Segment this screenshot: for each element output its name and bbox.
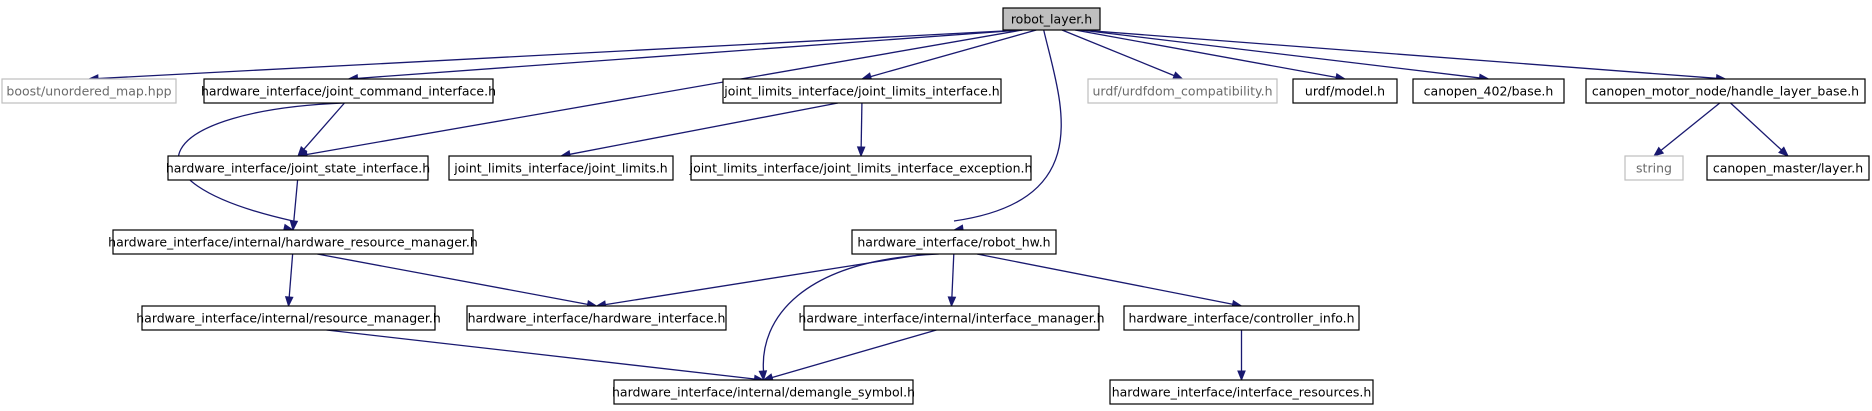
- edge-robot_hw-to-demangle_symbol: [758, 253, 939, 382]
- node-label: urdf/urdfdom_compatibility.h: [1092, 84, 1272, 99]
- node-label: hardware_interface/internal/demangle_sym…: [612, 385, 915, 400]
- node-box: [803, 305, 1100, 331]
- node-canopen-402-base[interactable]: canopen_402/base.h: [1412, 78, 1565, 104]
- node-label: hardware_interface/internal/resource_man…: [136, 311, 441, 326]
- node-label: hardware_interface/joint_command_interfa…: [201, 84, 496, 99]
- node-box: [1087, 78, 1278, 104]
- edge-robot_layer-to-urdfdom_compatibility: [1061, 29, 1184, 80]
- node-box: [690, 155, 1032, 181]
- edge-robot_hw-to-hardware_interface: [595, 253, 926, 309]
- node-box: [448, 155, 674, 181]
- node-hardware-resource-manager[interactable]: hardware_interface/internal/hardware_res…: [108, 229, 478, 255]
- node-label: hardware_interface/robot_hw.h: [857, 235, 1050, 250]
- node-label: canopen_motor_node/handle_layer_base.h: [1592, 84, 1859, 99]
- edge-robot_hw-to-interface_manager: [947, 253, 957, 308]
- node-label: urdf/model.h: [1305, 84, 1385, 99]
- edge-hardware_resource_manager-to-hardware_interface: [317, 253, 598, 309]
- node-box: [1624, 155, 1684, 181]
- node-joint-command-interface[interactable]: hardware_interface/joint_command_interfa…: [201, 78, 496, 104]
- node-box: [722, 78, 1002, 104]
- edge-joint_limits_interface-to-joint_limits: [559, 102, 839, 159]
- node-string: string: [1624, 155, 1684, 181]
- edge-resource_manager-to-demangle_symbol: [326, 329, 765, 384]
- node-box: [1585, 78, 1866, 104]
- node-box: [112, 229, 474, 255]
- node-canopen-master-layer[interactable]: canopen_master/layer.h: [1706, 155, 1870, 181]
- node-demangle-symbol[interactable]: hardware_interface/internal/demangle_sym…: [612, 379, 915, 405]
- node-box: [1123, 305, 1360, 331]
- node-label: hardware_interface/internal/interface_ma…: [798, 311, 1104, 326]
- node-robot-layer[interactable]: robot_layer.h: [1002, 7, 1101, 31]
- node-label: boost/unordered_map.hpp: [6, 84, 171, 99]
- node-robot-hw[interactable]: hardware_interface/robot_hw.h: [851, 229, 1057, 255]
- node-label: hardware_interface/joint_state_interface…: [166, 161, 430, 176]
- node-box: [1109, 379, 1374, 405]
- node-box: [1412, 78, 1565, 104]
- node-controller-info[interactable]: hardware_interface/controller_info.h: [1123, 305, 1360, 331]
- edge-robot_layer-to-urdf_model: [1074, 29, 1347, 82]
- node-label: canopen_402/base.h: [1424, 84, 1554, 99]
- node-unordered-map: boost/unordered_map.hpp: [1, 78, 177, 104]
- node-interface-manager[interactable]: hardware_interface/internal/interface_ma…: [798, 305, 1105, 331]
- node-label: hardware_interface/interface_resources.h: [1112, 385, 1372, 400]
- edge-robot_layer-to-robot_hw: [952, 29, 1062, 233]
- node-handle-layer-base[interactable]: canopen_motor_node/handle_layer_base.h: [1585, 78, 1866, 104]
- edge-handle_layer_base-to-string: [1652, 102, 1721, 157]
- node-box: [167, 155, 429, 181]
- edge-interface_manager-to-demangle_symbol: [762, 329, 937, 382]
- node-label: joint_limits_interface/joint_limits_inte…: [723, 84, 999, 99]
- node-hardware-interface[interactable]: hardware_interface/hardware_interface.h: [466, 305, 727, 331]
- node-joint-state-interface[interactable]: hardware_interface/joint_state_interface…: [166, 155, 430, 181]
- node-label: hardware_interface/internal/hardware_res…: [108, 235, 478, 250]
- node-box: [1292, 78, 1398, 104]
- node-box: [1, 78, 177, 104]
- edge-handle_layer_base-to-canopen_master_layer: [1730, 102, 1789, 157]
- edge-joint_state_interface-to-hardware_resource_manager: [289, 179, 299, 232]
- edge-controller_info-to-interface_resources: [1237, 330, 1246, 382]
- node-box: [1002, 7, 1101, 31]
- node-urdf-model[interactable]: urdf/model.h: [1292, 78, 1398, 104]
- edge-robot_hw-to-controller_info: [976, 253, 1243, 309]
- node-label: hardware_interface/controller_info.h: [1128, 311, 1354, 326]
- node-joint-limits[interactable]: joint_limits_interface/joint_limits.h: [448, 155, 674, 181]
- node-box: [1706, 155, 1870, 181]
- node-interface-resources[interactable]: hardware_interface/interface_resources.h: [1109, 379, 1374, 405]
- node-box: [851, 229, 1057, 255]
- node-label: joint_limits_interface/joint_limits_inte…: [689, 161, 1033, 176]
- node-box: [466, 305, 727, 331]
- node-label: hardware_interface/hardware_interface.h: [468, 311, 726, 326]
- node-urdfdom-compatibility: urdf/urdfdom_compatibility.h: [1087, 78, 1278, 104]
- node-box: [203, 78, 494, 104]
- edge-hardware_resource_manager-to-resource_manager: [284, 253, 294, 308]
- node-label: joint_limits_interface/joint_limits.h: [453, 161, 667, 176]
- node-box: [613, 379, 914, 405]
- node-box: [141, 305, 436, 331]
- edge-joint_command_interface-to-joint_state_interface: [297, 102, 345, 158]
- edge-robot_layer-to-joint_command_interface: [347, 29, 1023, 83]
- node-label: robot_layer.h: [1011, 12, 1092, 27]
- node-joint-limits-interface[interactable]: joint_limits_interface/joint_limits_inte…: [722, 78, 1002, 104]
- node-label: string: [1636, 161, 1672, 176]
- edge-robot_layer-to-unordered_map: [87, 29, 1023, 83]
- node-label: canopen_master/layer.h: [1713, 161, 1863, 176]
- edge-joint_limits_interface-to-joint_limits_exception: [856, 102, 866, 158]
- node-resource-manager[interactable]: hardware_interface/internal/resource_man…: [136, 305, 441, 331]
- node-joint-limits-exception[interactable]: joint_limits_interface/joint_limits_inte…: [689, 155, 1033, 181]
